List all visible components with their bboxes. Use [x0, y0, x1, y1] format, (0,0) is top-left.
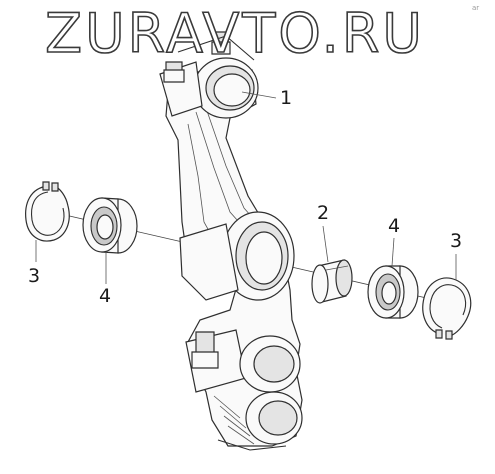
circlip-left-ring [26, 186, 70, 241]
callout-connecting-rod: 1 [280, 87, 293, 109]
bearing-left-part [83, 198, 137, 253]
leader-4-right [392, 238, 394, 266]
callout-bearing-left: 4 [99, 285, 112, 307]
circlip-right-ring-inner [430, 285, 466, 328]
leader-1 [242, 92, 276, 98]
circlip-left-lug-1 [43, 182, 49, 190]
watermark-logo-text: ZURAVTO.RU [44, 2, 425, 65]
callout-circlip-right: 3 [450, 230, 463, 252]
callout-bearing-right: 4 [388, 215, 401, 237]
connecting-rod-part [160, 32, 302, 450]
bushing-highlight [326, 266, 348, 270]
callout-circlip-left: 3 [28, 265, 41, 287]
rod-center-bore-inner [246, 232, 282, 284]
callout-bushing: 2 [317, 202, 330, 224]
corner-mark: ar [472, 4, 480, 12]
lower-bolt-head [192, 352, 218, 368]
rod-top-eye-bore-inner [214, 74, 250, 106]
bushing-part [312, 260, 352, 303]
top-clamp-edge [178, 36, 254, 60]
circlip-left-ring-inner [32, 192, 64, 235]
rod-side-arm [180, 224, 238, 300]
circlip-left-lug-2 [52, 183, 58, 191]
leader-2 [323, 226, 328, 262]
top-bolt-left-head [164, 70, 184, 82]
leader-lines [36, 92, 456, 284]
top-bolt-right-head [212, 42, 230, 54]
bearing-right-part [368, 266, 418, 318]
bearing-left-bore [97, 215, 113, 239]
circlip-right-lug-1 [436, 330, 442, 338]
circlip-right-part [423, 278, 471, 339]
rod-bottom-eye-bore [259, 401, 297, 435]
rod-lower-eye-bore [254, 346, 294, 382]
bearing-right-bore [382, 282, 396, 304]
circlip-right-lug-2 [446, 331, 452, 339]
bushing-back-face [336, 260, 352, 296]
circlip-left-part [26, 182, 70, 241]
bushing-front-face [312, 265, 328, 303]
rod-bottom-edge [218, 440, 286, 450]
rod-lower-hatch [214, 396, 254, 444]
